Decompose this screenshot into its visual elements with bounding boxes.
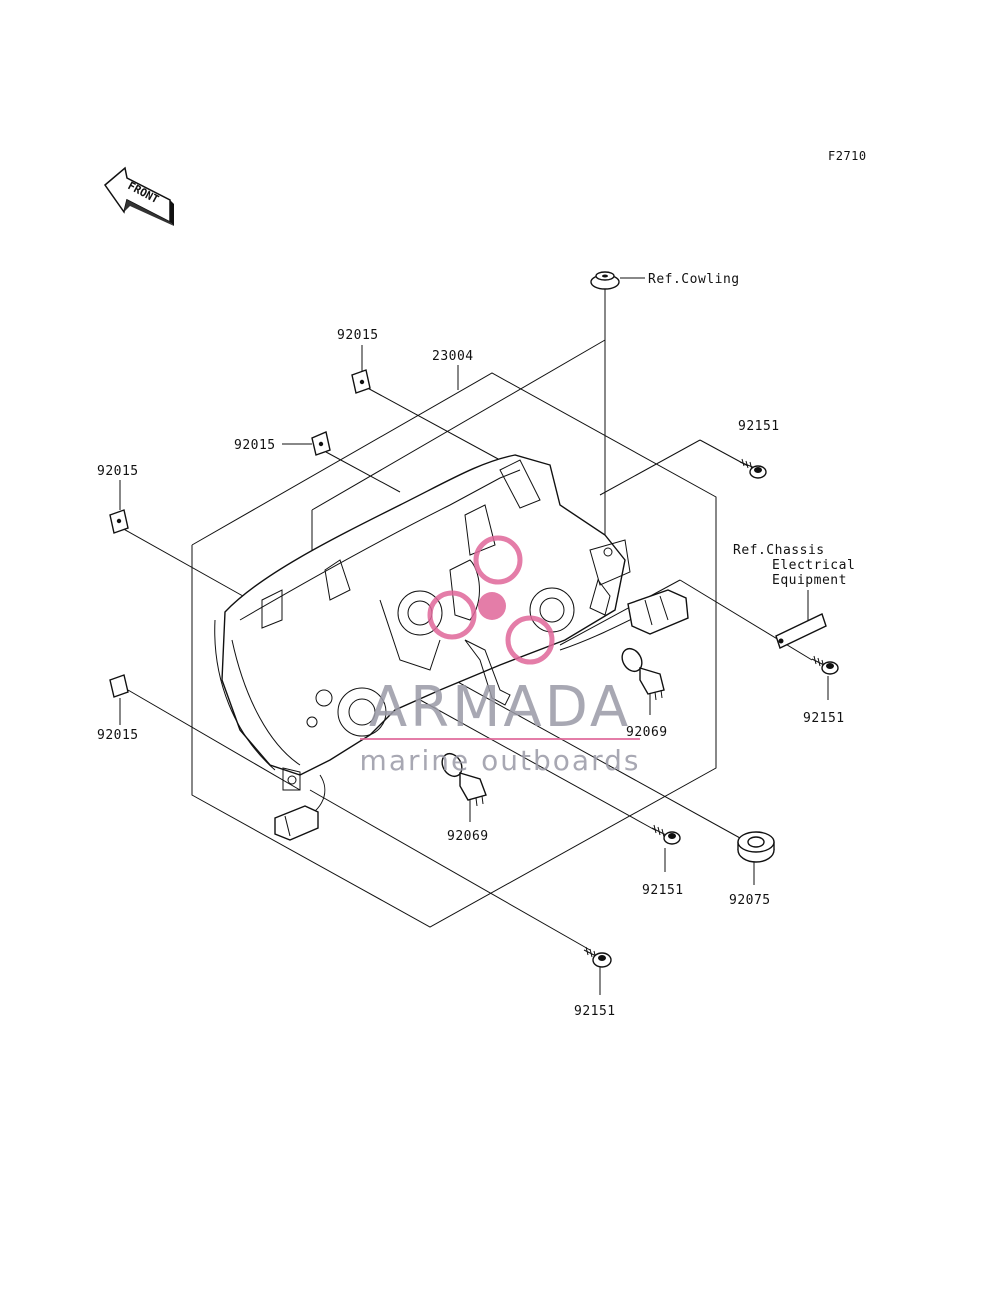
label-equipment: Equipment — [772, 573, 847, 588]
grommet-icon — [737, 831, 775, 863]
lower-connector — [274, 805, 319, 841]
clip-nut-icon — [109, 674, 129, 698]
label-92151-bottom: 92151 — [574, 1004, 616, 1019]
label-92151-top: 92151 — [738, 419, 780, 434]
label-92015-top: 92015 — [337, 328, 379, 343]
label-92151-right: 92151 — [803, 711, 845, 726]
assembly-frame — [191, 372, 717, 928]
screw-icon — [739, 458, 767, 479]
bulb-icon — [621, 647, 665, 701]
label-92075: 92075 — [729, 893, 771, 908]
label-92151-center: 92151 — [642, 883, 684, 898]
label-92015-left: 92015 — [97, 464, 139, 479]
label-ref-chassis: Ref.Chassis — [733, 543, 825, 558]
label-92069-lower: 92069 — [447, 829, 489, 844]
clip-nut-icon — [351, 369, 371, 394]
clip-nut-icon — [109, 509, 129, 534]
label-92015-lower: 92015 — [97, 728, 139, 743]
watermark-brand: ARMADA — [369, 675, 631, 740]
headlight-assembly — [214, 454, 641, 821]
screw-icon — [811, 655, 839, 675]
bulb-icon — [441, 752, 487, 807]
ground-strap-icon — [775, 613, 827, 649]
screw-icon — [583, 946, 612, 968]
figure-code: F2710 — [828, 149, 867, 163]
clip-nut-icon — [311, 431, 331, 456]
watermark: ARMADA marine outboards — [360, 535, 641, 777]
cowling-grommet-icon — [590, 271, 620, 290]
label-ref-cowling: Ref.Cowling — [648, 272, 740, 287]
label-92015-mid: 92015 — [234, 438, 276, 453]
label-electrical: Electrical — [772, 558, 855, 573]
headlight-connector — [627, 589, 689, 635]
label-92069-right: 92069 — [626, 725, 668, 740]
watermark-tagline: marine outboards — [360, 744, 641, 777]
screw-icon — [651, 824, 681, 845]
label-23004: 23004 — [432, 349, 474, 364]
front-arrow-icon: FRONT — [103, 166, 174, 226]
watermark-logo-icon — [427, 535, 555, 665]
